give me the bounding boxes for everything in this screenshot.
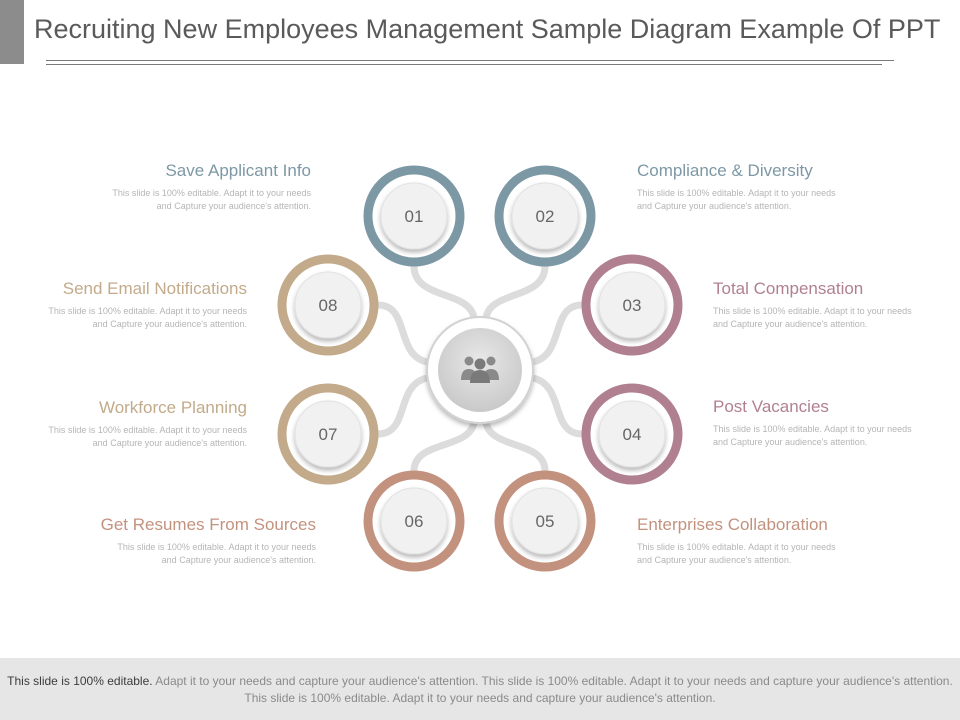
connector-line [529,301,586,366]
node-04: 04 [581,383,683,485]
title-accent-bar [0,0,24,64]
node-number: 01 [405,207,424,226]
node-disc [380,487,448,555]
step-description: This slide is 100% editable. Adapt it to… [713,424,912,447]
connector-line [529,374,586,438]
node-number: 02 [536,207,555,226]
node-number: 04 [623,425,642,444]
connector-line [374,374,431,438]
title-divider [46,60,894,61]
step-description: This slide is 100% editable. Adapt it to… [117,542,316,565]
node-05: 05 [494,470,596,572]
node-disc [511,487,579,555]
step-title: Workforce Planning [98,398,247,417]
node-02: 02 [494,165,596,267]
node-number: 05 [536,512,555,531]
step-title: Save Applicant Info [165,161,311,180]
connector-lines [374,262,586,475]
node-disc [294,400,362,468]
step-title: Compliance & Diversity [637,161,813,180]
step-title: Send Email Notifications [62,279,247,298]
center-hub [426,316,534,424]
node-number: 06 [405,512,424,531]
step-description: This slide is 100% editable. Adapt it to… [112,188,311,211]
step-description: This slide is 100% editable. Adapt it to… [48,306,247,329]
step-description: This slide is 100% editable. Adapt it to… [637,188,836,211]
step-title: Total Compensation [713,279,864,298]
team-people-icon [461,356,499,383]
node-number: 07 [319,425,338,444]
footer-text: Adapt it to your needs and capture your … [152,674,953,705]
node-disc [598,400,666,468]
node-07: 07 [277,383,379,485]
step-description: This slide is 100% editable. Adapt it to… [713,306,912,329]
node-disc [598,271,666,339]
node-number: 08 [319,296,338,315]
node-03: 03 [581,254,683,356]
footer-lead: This slide is 100% editable. [7,674,153,688]
connector-line [482,262,549,322]
step-title: Get Resumes From Sources [100,515,316,534]
node-disc [294,271,362,339]
connector-line [410,262,478,322]
step-description: This slide is 100% editable. Adapt it to… [637,542,836,565]
node-06: 06 [363,470,465,572]
node-number: 03 [623,296,642,315]
step-title: Enterprises Collaboration [637,515,828,534]
node-08: 08 [277,254,379,356]
step-description: This slide is 100% editable. Adapt it to… [48,425,247,448]
step-title: Post Vacancies [713,397,829,416]
title-divider-secondary [46,64,882,65]
connector-line [374,301,431,366]
page-title: Recruiting New Employees Management Samp… [34,14,941,44]
footer-note: This slide is 100% editable. Adapt it to… [0,658,960,720]
connector-line [410,418,478,475]
node-01: 01 [363,165,465,267]
connector-line [482,418,549,475]
node-disc [511,182,579,250]
node-disc [380,182,448,250]
